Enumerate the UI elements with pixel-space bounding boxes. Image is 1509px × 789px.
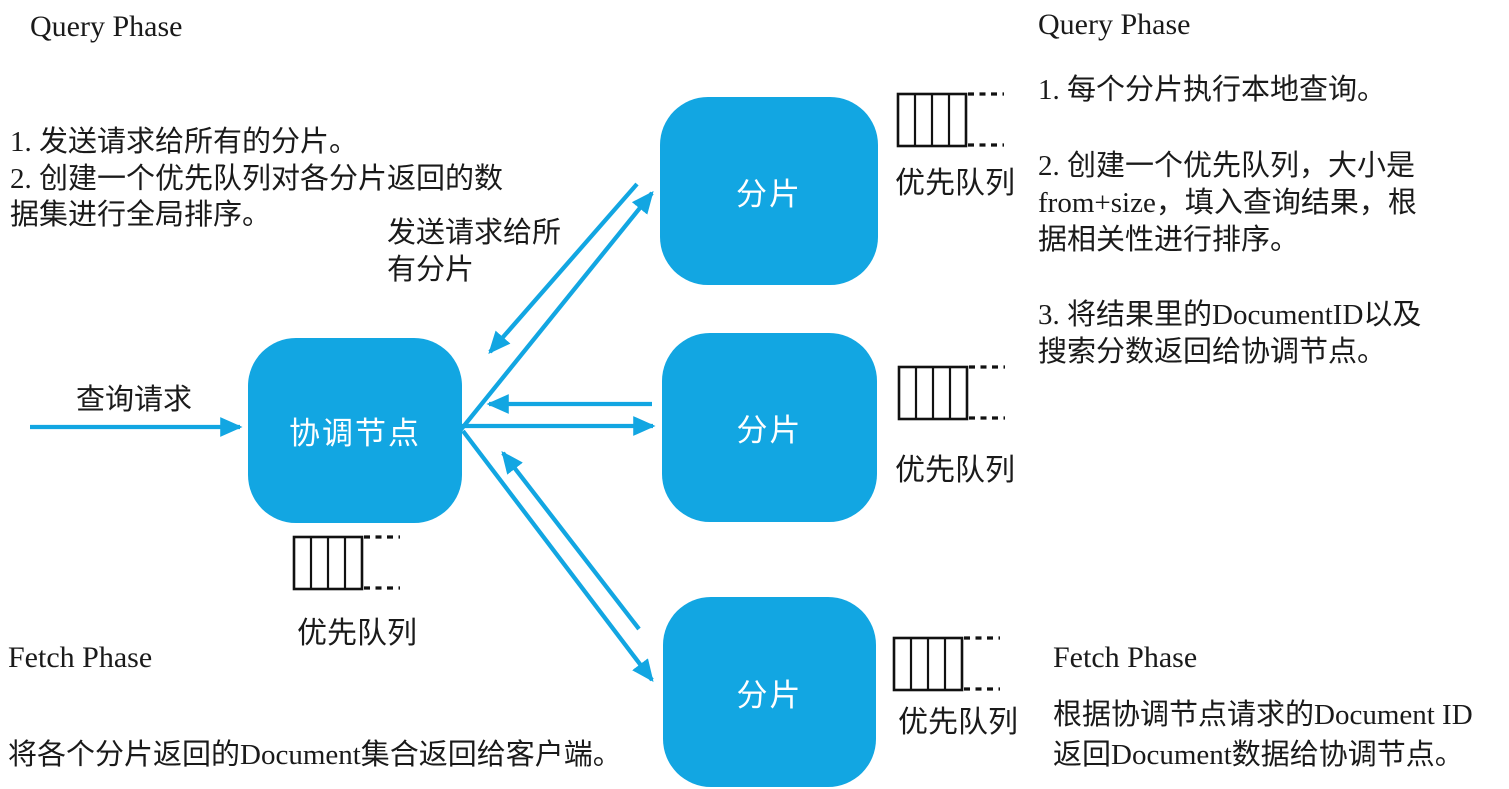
- right-fetch-phase-text: 根据协调节点请求的Document ID 返回Document数据给协调节点。: [1053, 695, 1473, 775]
- right-query-step-3: 3. 将结果里的DocumentID以及 搜索分数返回给协调节点。: [1038, 297, 1421, 371]
- priority-queue-icon: [897, 365, 1005, 421]
- priority-queue-icon: [892, 636, 1000, 692]
- bottom-shard-to-coord-arrow: [501, 450, 641, 631]
- text-line: 1. 发送请求给所有的分片。: [10, 126, 359, 158]
- text-line: from+size，填入查询结果，根: [1038, 187, 1417, 219]
- text-line: 2. 创建一个优先队列，大小是: [1038, 150, 1416, 182]
- left-fetch-phase-text: 将各个分片返回的Document集合返回给客户端。: [8, 739, 622, 771]
- priority-queue-icon: [292, 535, 400, 591]
- text-line: 返回Document数据给协调节点。: [1053, 739, 1464, 771]
- shard-label: 分片: [736, 176, 802, 212]
- left-fetch-phase-title: Fetch Phase: [8, 641, 153, 674]
- text-line: 3. 将结果里的DocumentID以及: [1038, 299, 1422, 331]
- right-column: Query Phase 1. 每个分片执行本地查询。 2. 创建一个优先队列，大…: [1038, 0, 1508, 789]
- coord-to-bottom-shard-arrow: [461, 429, 654, 683]
- text-line: 1. 每个分片执行本地查询。: [1038, 74, 1387, 106]
- shard-label: 分片: [736, 677, 803, 713]
- right-fetch-phase-title: Fetch Phase: [1053, 641, 1198, 674]
- priority-queue-label-middle: 优先队列: [895, 454, 1015, 487]
- shard-label: 分片: [736, 413, 803, 448]
- priority-queue-icon: [896, 92, 1004, 148]
- left-query-phase-text: 1. 发送请求给所有的分片。 2. 创建一个优先队列对各分片返回的数 据集进行全…: [10, 124, 503, 234]
- top-shard-to-coord-arrow: [488, 182, 639, 354]
- text-line: 有分片: [387, 254, 475, 286]
- shard-box-top: 分片: [660, 97, 878, 285]
- send-to-all-shards-label: 发送请求给所 有分片: [387, 215, 561, 289]
- shard-box-middle: 分片: [662, 333, 877, 522]
- coordinating-node-label: 协调节点: [289, 416, 421, 451]
- priority-queue-label-coord: 优先队列: [297, 617, 417, 650]
- text-line: 根据协调节点请求的Document ID: [1053, 699, 1473, 731]
- text-line: 据相关性进行排序。: [1038, 224, 1300, 256]
- query-request-label: 查询请求: [76, 384, 193, 416]
- right-query-step-1: 1. 每个分片执行本地查询。: [1038, 72, 1386, 109]
- text-line: 据集进行全局排序。: [10, 199, 272, 231]
- right-query-step-2: 2. 创建一个优先队列，大小是 from+size，填入查询结果，根 据相关性进…: [1038, 148, 1417, 259]
- coordinating-node-box: 协调节点: [248, 338, 462, 523]
- coord-to-top-shard-arrow: [457, 190, 654, 434]
- text-line: 搜索分数返回给协调节点。: [1038, 336, 1387, 368]
- text-line: 2. 创建一个优先队列对各分片返回的数: [10, 162, 504, 195]
- shard-box-bottom: 分片: [663, 597, 876, 787]
- priority-queue-label-bottom: 优先队列: [898, 706, 1018, 739]
- priority-queue-label-top: 优先队列: [895, 167, 1015, 200]
- text-line: 发送请求给所: [387, 217, 562, 249]
- right-query-phase-title: Query Phase: [1038, 8, 1191, 41]
- left-query-phase-title: Query Phase: [30, 10, 183, 43]
